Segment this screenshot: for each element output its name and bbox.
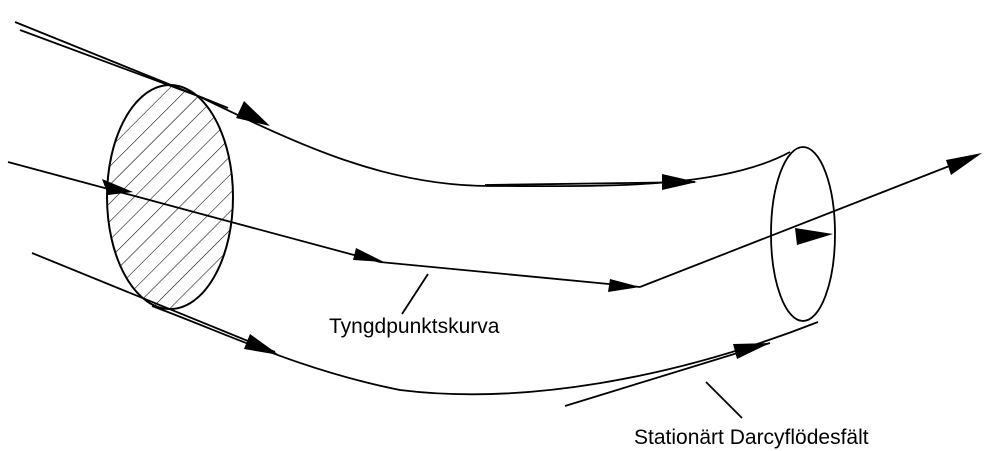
darcy-field-label: Stationärt Darcyflödesfält [634,426,869,449]
arrowhead [733,343,770,359]
arrowhead [236,101,270,126]
arrowhead [662,174,697,190]
arrowhead [244,334,279,355]
arrowhead [795,228,833,245]
centroid-leader [401,273,429,315]
upper-streamline [14,21,697,190]
arrowhead [946,153,982,175]
outlet-cross-section [770,146,836,322]
centroid-streamline [7,153,982,292]
tube-upper-wall [197,95,791,188]
arrowhead [102,179,133,195]
lower-streamline [31,252,771,407]
tube-lower-wall [151,305,819,396]
arrowhead [608,279,640,292]
label-leaders [401,273,743,419]
arrowhead [353,248,384,262]
centroid-curve-label: Tyngdpunktskurva [329,315,500,338]
inlet-cross-section [106,84,234,310]
tube-walls [151,95,819,396]
darcy-leader [705,381,743,419]
